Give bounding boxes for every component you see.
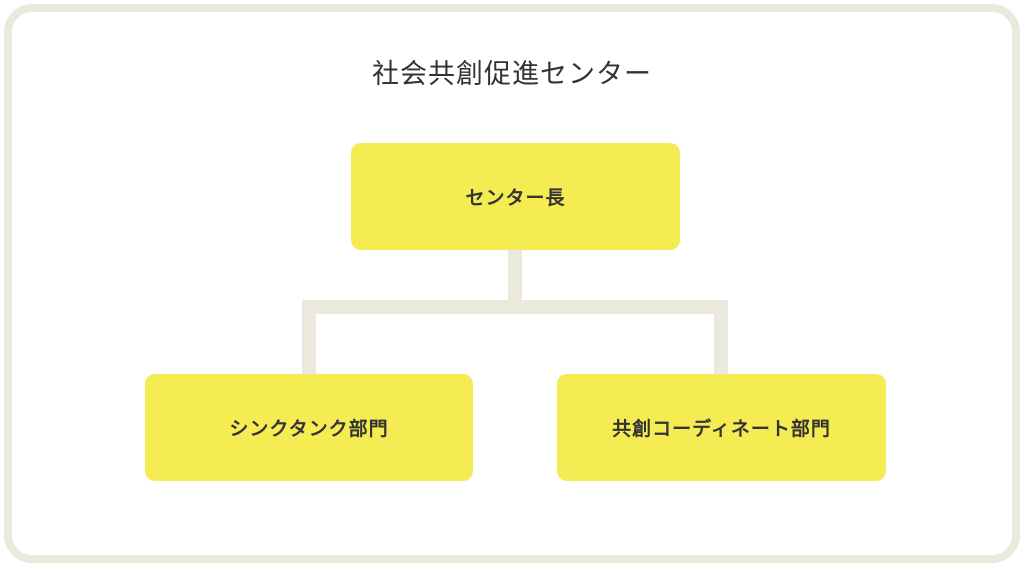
node-center-director: センター長 bbox=[351, 143, 680, 250]
node-think-tank-division: シンクタンク部門 bbox=[145, 374, 473, 481]
connector-top-vertical bbox=[508, 250, 522, 308]
node-co-creation-coordination-division: 共創コーディネート部門 bbox=[557, 374, 886, 481]
connector-right-vertical bbox=[714, 300, 728, 374]
diagram-title: 社会共創促進センター bbox=[372, 59, 652, 90]
connector-left-vertical bbox=[302, 300, 316, 374]
node-center-director-label: センター長 bbox=[465, 187, 566, 209]
node-think-tank-division-label: シンクタンク部門 bbox=[229, 418, 389, 440]
connector-horizontal bbox=[302, 300, 728, 314]
node-co-creation-coordination-division-label: 共創コーディネート部門 bbox=[612, 418, 831, 440]
